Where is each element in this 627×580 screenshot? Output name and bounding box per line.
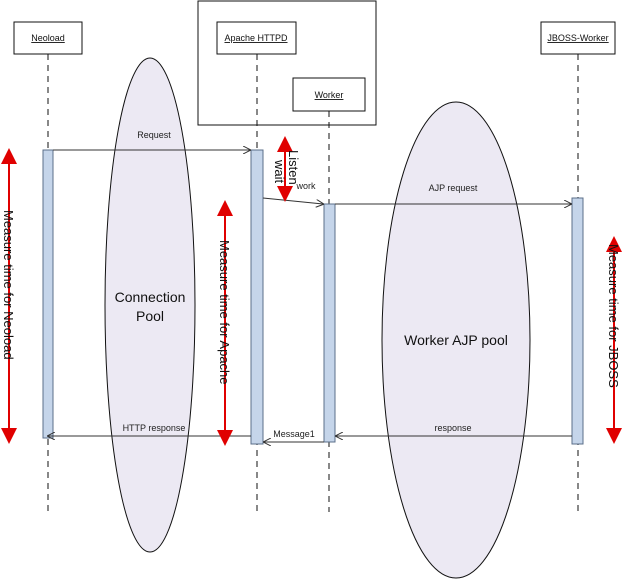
message-ajp-request-label: AJP request — [429, 183, 478, 193]
connection-pool-label-line2: Pool — [136, 308, 164, 324]
measure-apache-label: Measure time for Apache — [217, 240, 232, 385]
apache-container-box — [197, 0, 377, 126]
activation-apache — [250, 149, 264, 445]
message-response-label: response — [434, 423, 471, 433]
participant-worker-label: Worker — [315, 90, 344, 100]
connection-pool-ellipse — [104, 57, 196, 553]
worker-ajp-pool-label: Worker AJP pool — [404, 332, 508, 348]
connection-pool-label-line1: Connection — [115, 289, 186, 305]
activation-neoload — [42, 149, 54, 439]
participant-jboss-label: JBOSS-Worker — [547, 33, 608, 43]
participant-neoload: Neoload — [13, 21, 83, 55]
participant-worker: Worker — [292, 77, 366, 112]
activation-jboss — [571, 197, 584, 445]
message-http-response-label: HTTP response — [123, 423, 186, 433]
message-work-arrow — [262, 197, 323, 204]
participant-jboss: JBOSS-Worker — [540, 21, 616, 55]
participant-apache-label: Apache HTTPD — [224, 33, 288, 43]
message-work-label: work — [295, 181, 316, 191]
participant-apache: Apache HTTPD — [216, 21, 297, 55]
message-message1-label: Message1 — [273, 429, 315, 439]
participant-neoload-label: Neoload — [31, 33, 65, 43]
listen-label: Listen — [286, 150, 301, 185]
measure-neoload-label: Measure time for Neoload — [1, 210, 16, 360]
wait-label: wait — [272, 159, 287, 184]
activation-worker — [323, 203, 336, 443]
worker-ajp-pool-ellipse — [381, 101, 531, 579]
message-request-label: Request — [137, 130, 171, 140]
measure-jboss-label: Measure time for JBOSS — [606, 244, 621, 388]
